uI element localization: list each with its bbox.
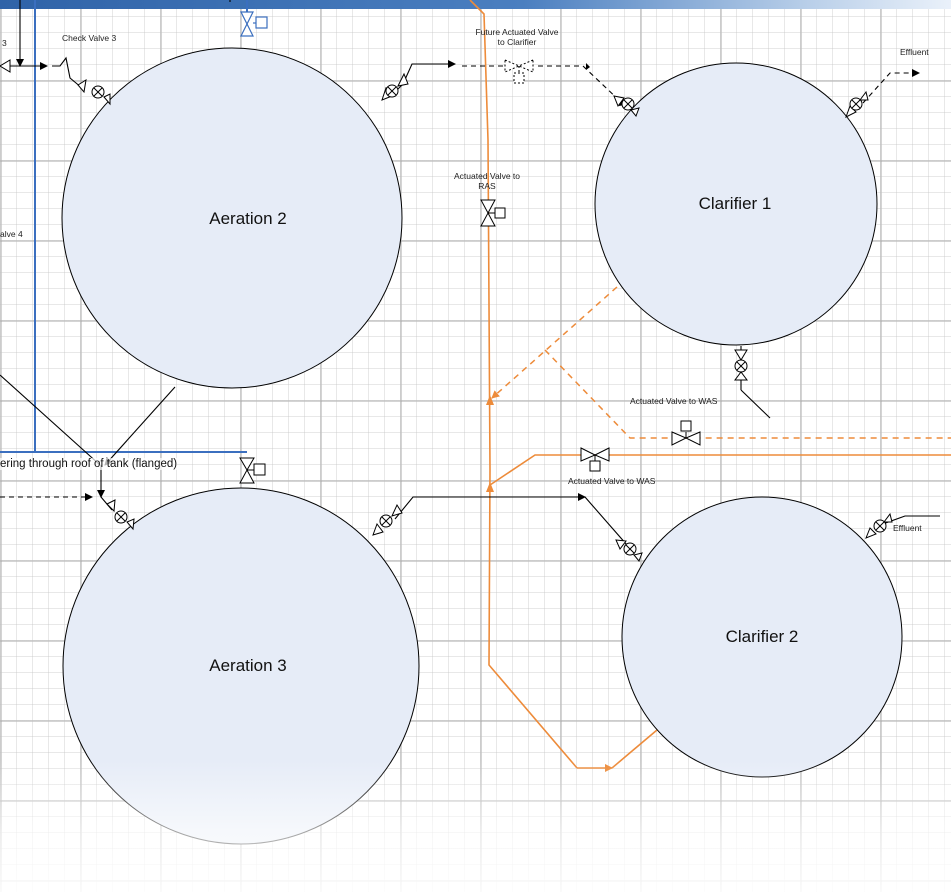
valve-left-top	[0, 59, 11, 73]
check-valve-3-symbol	[77, 78, 111, 106]
tank-clarifier-1	[594, 62, 878, 346]
valve-aeration-3-inlet	[106, 499, 135, 531]
valve-clarifier-1-effluent	[845, 90, 869, 119]
valve-clarifier-1-bottom	[734, 349, 748, 381]
bottom-fade	[0, 760, 951, 892]
ras-arrowhead	[486, 395, 494, 405]
actuated-valve-was-2-symbol	[580, 447, 610, 472]
dash-arrow-effluent-1	[912, 69, 920, 77]
label-actuated-valve-was-2: Actuated Valve to WAS	[568, 476, 656, 486]
label-effluent-1: Effluent	[900, 47, 929, 57]
was-dashed-lines	[491, 286, 951, 439]
actuated-valve-ras-symbol	[480, 199, 506, 227]
label-partial-left-top: 3	[2, 38, 7, 48]
ras-arrowhead-2	[486, 482, 494, 492]
valve-aeration-2-outlet	[381, 72, 409, 101]
tank-label-clarifier-1: Clarifier 1	[698, 194, 772, 213]
air-valve-aeration-3	[239, 457, 266, 484]
label-effluent-2: Effluent	[893, 523, 922, 533]
tank-label-clarifier-2: Clarifier 2	[725, 627, 799, 646]
label-roof-note: ering through roof of tank (flanged)	[0, 458, 178, 470]
valve-clarifier-1-inlet	[613, 95, 640, 117]
dash-arrow-small	[586, 63, 590, 70]
tank-label-aeration-3: Aeration 3	[209, 656, 287, 675]
actuated-valve-was-1-symbol	[671, 420, 701, 446]
valve-aeration-3-outlet	[372, 503, 403, 536]
label-check-valve-3: Check Valve 3	[62, 33, 117, 43]
tank-aeration-2	[61, 47, 403, 389]
label-partial-valve-4: alve 4	[0, 229, 23, 239]
tank-label-aeration-2: Aeration 2	[209, 209, 287, 228]
air-valve-aeration-2	[240, 11, 268, 37]
valve-clarifier-2-effluent	[865, 512, 893, 539]
label-actuated-valve-ras: Actuated Valve to RAS	[454, 171, 520, 191]
process-dashed-lines	[0, 0, 915, 501]
future-actuated-valve-symbol	[504, 59, 534, 84]
label-future-actuated-valve: Future Actuated Valve to Clarifier	[475, 27, 559, 47]
process-lines	[0, 0, 940, 546]
label-actuated-valve-was-1: Actuated Valve to WAS	[630, 396, 718, 406]
valve-clarifier-2-inlet	[615, 539, 643, 562]
